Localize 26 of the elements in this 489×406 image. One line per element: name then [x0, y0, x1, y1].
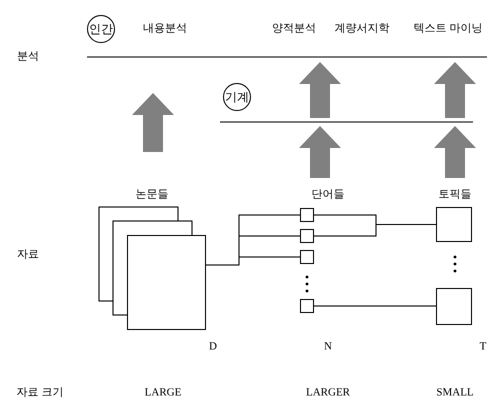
circle-badge: 인간 [87, 15, 115, 43]
label-text: 단어들 [312, 190, 344, 200]
connector-line [314, 224, 436, 236]
label-text: 양적분석 [272, 24, 316, 34]
circle-badge: 기계 [223, 83, 251, 111]
square-box [300, 229, 314, 243]
axis-letter: D [209, 342, 217, 352]
square-box [300, 208, 314, 222]
square-box [300, 250, 314, 264]
connector-line [206, 256, 300, 266]
label-text: 내용분석 [143, 24, 187, 34]
label-text: 계량서지학 [334, 24, 390, 34]
size-label: LARGE [144, 388, 182, 398]
label-text: 논문들 [136, 190, 168, 200]
size-label: LARGER [306, 388, 350, 398]
label-text: 텍스트 마이닝 [414, 24, 482, 34]
label-text: 분석 [17, 52, 39, 62]
axis-letter: T [480, 342, 486, 352]
label-text: 자료 [17, 250, 39, 260]
square-box [300, 299, 314, 313]
square-box [436, 288, 472, 325]
axis-letter: N [324, 342, 332, 352]
square-box [127, 235, 206, 330]
square-box [436, 207, 472, 242]
size-label: SMALL [436, 388, 474, 398]
label-text: 자료 크기 [16, 388, 64, 398]
